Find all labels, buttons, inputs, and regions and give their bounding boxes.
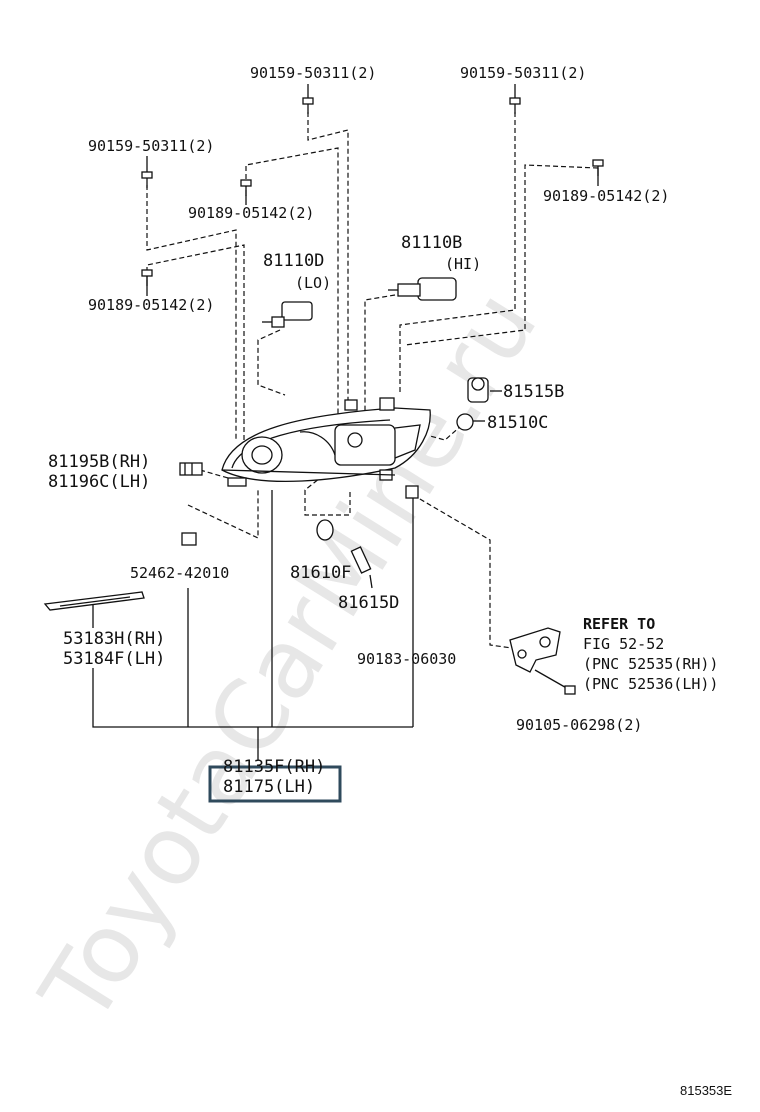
socket-icon xyxy=(467,377,489,403)
label-assembly-rh: 81135F(RH) xyxy=(223,757,325,777)
figure-id: 815353E xyxy=(680,1083,732,1098)
bolt-left-icon xyxy=(141,171,153,188)
label-refer-lh: (PNC 52536(LH)) xyxy=(583,675,718,693)
label-nut: 90183-06030 xyxy=(357,650,456,668)
bulb-small-icon xyxy=(316,519,334,541)
molding-strip-icon xyxy=(43,591,145,611)
bolt-top-left-icon xyxy=(302,97,314,114)
screw-right-icon xyxy=(592,159,604,176)
label-adjuster-lh: 81196C(LH) xyxy=(48,472,150,492)
label-refer-to: REFER TO xyxy=(583,615,655,633)
label-refer-rh: (PNC 52535(RH)) xyxy=(583,655,718,673)
headlamp-housing-icon xyxy=(221,397,431,487)
label-assembly-lh: 81175(LH) xyxy=(223,777,315,797)
bracket-bolt-icon xyxy=(564,685,576,695)
label-screw-low-left: 90189-05142(2) xyxy=(88,296,214,314)
bulb-hi-icon xyxy=(388,277,457,301)
label-molding-rh: 53183H(RH) xyxy=(63,629,165,649)
label-bulb-lo: 81110D xyxy=(263,251,324,271)
leader-lines xyxy=(92,84,599,760)
assembly-highlight-box xyxy=(208,765,342,803)
bulb-wedge-icon xyxy=(350,546,373,589)
screw-low-left-icon xyxy=(141,269,153,286)
label-bolt-top-right: 90159-50311(2) xyxy=(460,64,586,82)
label-cap: 81510C xyxy=(487,413,548,433)
label-bolt-top-left: 90159-50311(2) xyxy=(250,64,376,82)
label-bulb-lo-note: (LO) xyxy=(295,274,331,292)
adjuster-icon xyxy=(179,462,203,476)
label-molding-lh: 53184F(LH) xyxy=(63,649,165,669)
cap-icon xyxy=(456,413,474,431)
label-bulb-wedge: 81615D xyxy=(338,593,399,613)
label-bulb-hi: 81110B xyxy=(401,233,462,253)
label-refer-fig: FIG 52-52 xyxy=(583,635,664,653)
label-screw-right: 90189-05142(2) xyxy=(543,187,669,205)
label-socket: 81515B xyxy=(503,382,564,402)
label-bulb-small: 81610F xyxy=(290,563,351,583)
bracket-icon xyxy=(509,627,561,673)
label-adjuster-rh: 81195B(RH) xyxy=(48,452,150,472)
label-screw-mid-left: 90189-05142(2) xyxy=(188,204,314,222)
label-bulb-hi-note: (HI) xyxy=(445,255,481,273)
screw-mid-left-icon xyxy=(240,179,252,196)
clip-icon xyxy=(181,532,197,546)
label-clip: 52462-42010 xyxy=(130,564,229,582)
bolt-top-right-icon xyxy=(509,97,521,114)
label-bracket-bolt: 90105-06298(2) xyxy=(516,716,642,734)
label-bolt-left: 90159-50311(2) xyxy=(88,137,214,155)
nut-icon xyxy=(405,485,419,499)
bulb-lo-icon xyxy=(262,301,313,328)
